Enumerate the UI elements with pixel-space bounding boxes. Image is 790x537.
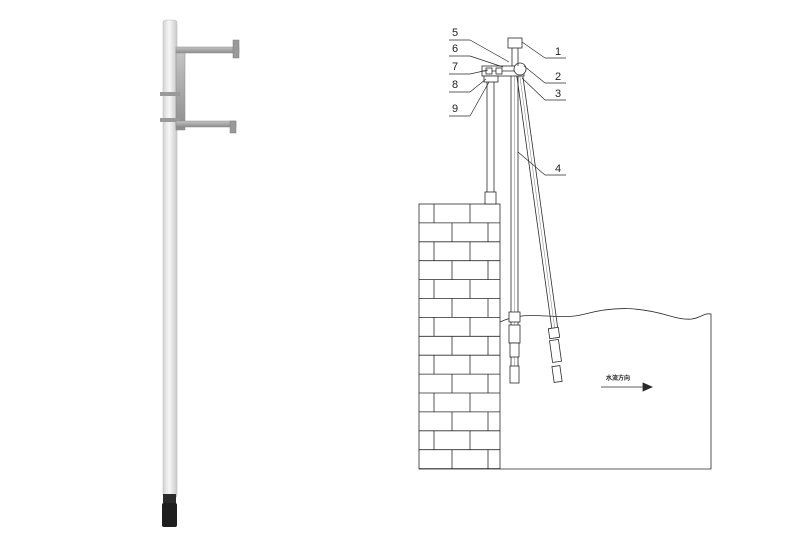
installation-drawing bbox=[418, 37, 712, 470]
product-photo bbox=[160, 19, 240, 527]
clamp-band-lower bbox=[160, 118, 180, 122]
callout-1: 1 bbox=[555, 46, 561, 58]
brick-wall bbox=[418, 203, 501, 470]
callout-7: 7 bbox=[452, 61, 458, 73]
callout-8: 8 bbox=[452, 79, 458, 91]
top-clamp-assembly bbox=[481, 37, 527, 83]
inclined-sensor-pole bbox=[515, 69, 563, 383]
callout-2: 2 bbox=[555, 71, 561, 83]
upper-bracket bbox=[175, 39, 240, 59]
support-pipe bbox=[484, 78, 497, 205]
callout-3: 3 bbox=[555, 88, 561, 100]
callout-9: 9 bbox=[452, 103, 458, 115]
leader-lines bbox=[449, 39, 566, 176]
pole-tube bbox=[162, 19, 178, 499]
callout-4: 4 bbox=[555, 163, 561, 175]
callout-6: 6 bbox=[452, 43, 458, 55]
lower-bracket bbox=[175, 120, 237, 134]
flow-direction-label: 水流方向 bbox=[606, 374, 630, 382]
sensor-tip bbox=[162, 503, 177, 527]
callout-labels: 1 2 3 4 5 6 7 8 9 水流方向 bbox=[452, 27, 630, 382]
right-arrow-icon bbox=[601, 382, 653, 392]
clamp-band-upper bbox=[160, 92, 180, 96]
callout-5: 5 bbox=[452, 27, 458, 39]
vertical-sensor-pole bbox=[508, 70, 521, 384]
water-body bbox=[499, 308, 712, 470]
